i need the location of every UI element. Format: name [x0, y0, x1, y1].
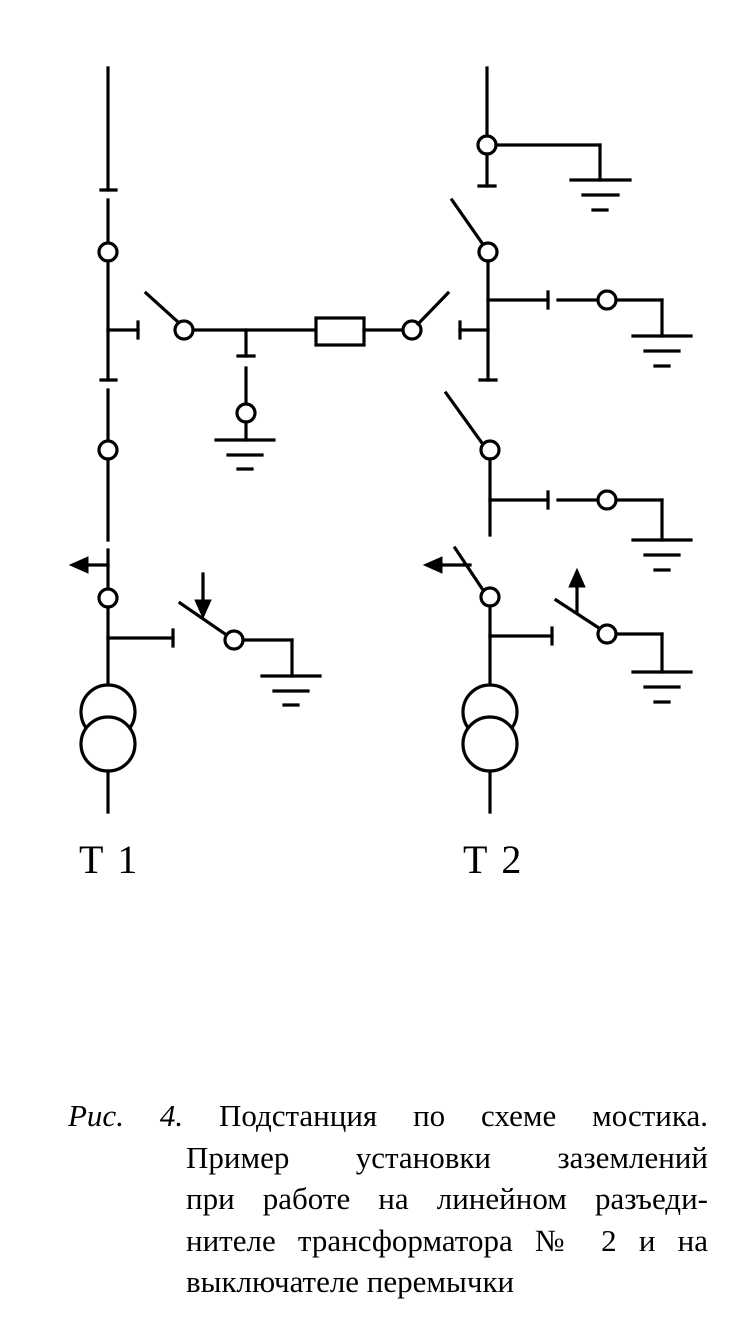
- caption-line-3: при работе на линейном разъеди-: [186, 1181, 708, 1216]
- right-line-disconnector: [449, 197, 693, 382]
- caption-line-2: Пример установки заземлений: [186, 1139, 708, 1175]
- t2-transformer-symbol: [461, 683, 519, 814]
- left-line-feeder: [99, 66, 118, 192]
- caption-line-5: выключателе перемычки: [186, 1264, 515, 1299]
- t2-label: Т 2: [463, 837, 524, 882]
- substation-bridge-diagram: [68, 66, 693, 814]
- caption-prefix: Рис. 4.: [68, 1098, 184, 1133]
- left-line-disconnector: [97, 198, 140, 382]
- t1-label: Т 1: [79, 837, 140, 882]
- caption-line-4: нителе трансформатора № 2 и на: [186, 1222, 708, 1258]
- left-transformer-disconnector: [97, 388, 119, 542]
- figure-caption: Рис. 4. Подстанция по схеме мостика. При…: [68, 1095, 708, 1303]
- right-line-feeder-grounding: [476, 66, 632, 212]
- caption-line-1: Рис. 4. Подстанция по схеме мостика.: [68, 1098, 708, 1133]
- t1-grounding-switch: [177, 572, 322, 707]
- t1-transformer-symbol: [79, 683, 137, 814]
- t2-grounding-switch: [553, 567, 693, 704]
- bridge-jumper: [143, 290, 451, 347]
- right-transformer-disconnector: [443, 390, 693, 572]
- right-tap-disconnector: [422, 545, 554, 687]
- bridge-grounding-disconnector: [214, 328, 276, 471]
- left-tap-disconnector: [68, 548, 175, 687]
